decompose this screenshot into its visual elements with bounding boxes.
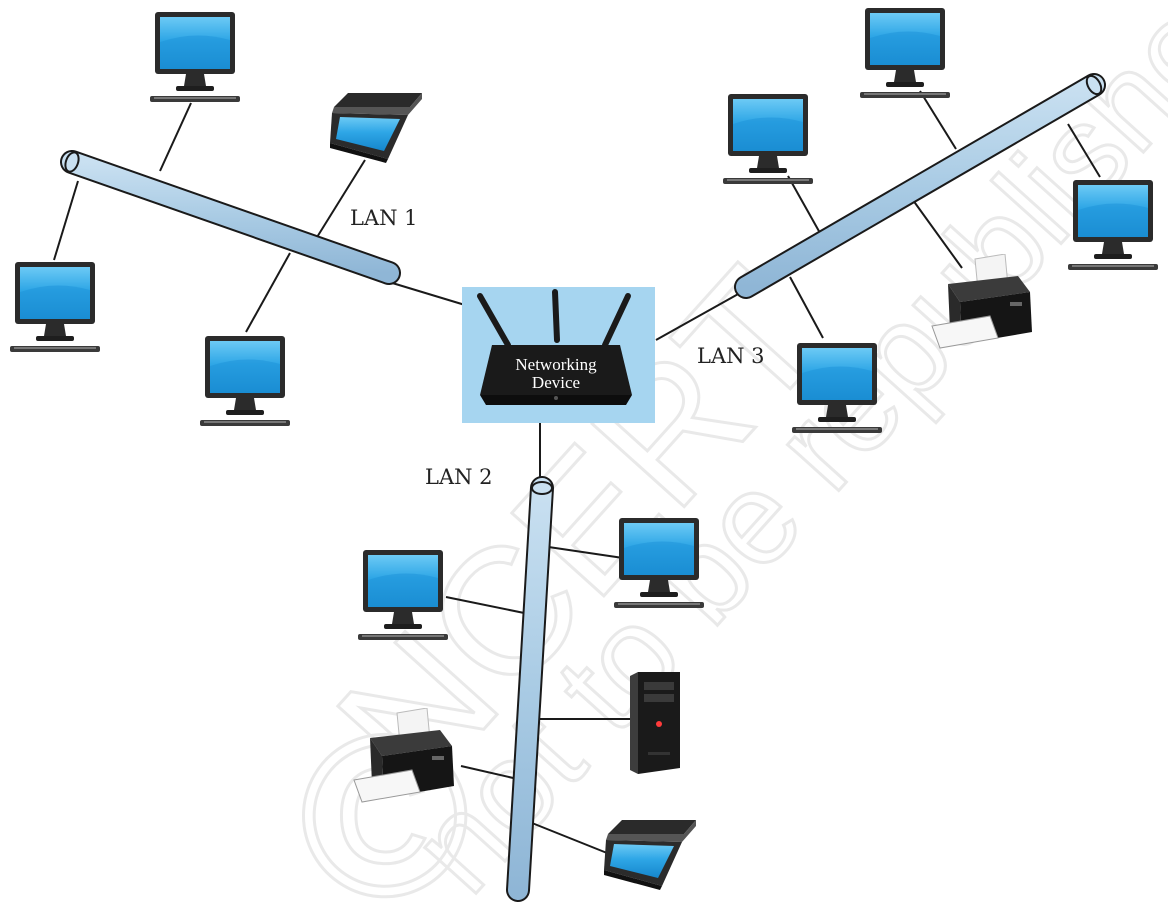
device-label-line-1: Networking: [515, 355, 597, 374]
lan2-bus-cable: [506, 476, 554, 902]
lan3-bus-cable: [734, 73, 1106, 299]
scanner-icon: [604, 820, 696, 890]
computer-icon: [200, 336, 290, 426]
lan2-label: LAN 2: [425, 465, 493, 489]
lan1-bus-cable: [60, 150, 401, 285]
computer-icon: [723, 94, 813, 184]
scanner-icon: [330, 93, 422, 163]
lan1-label: LAN 1: [350, 206, 418, 230]
computer-icon: [150, 12, 240, 102]
cpu-tower-icon: [630, 672, 680, 774]
lan3-label: LAN 3: [697, 344, 765, 368]
central-networking-device: Networking Device: [462, 287, 655, 423]
computer-icon: [10, 262, 100, 352]
router-icon: [477, 289, 632, 405]
watermark-copyright-symbol: ©: [300, 687, 469, 912]
device-label-line-2: Device: [532, 373, 580, 392]
computer-icon: [860, 8, 950, 98]
